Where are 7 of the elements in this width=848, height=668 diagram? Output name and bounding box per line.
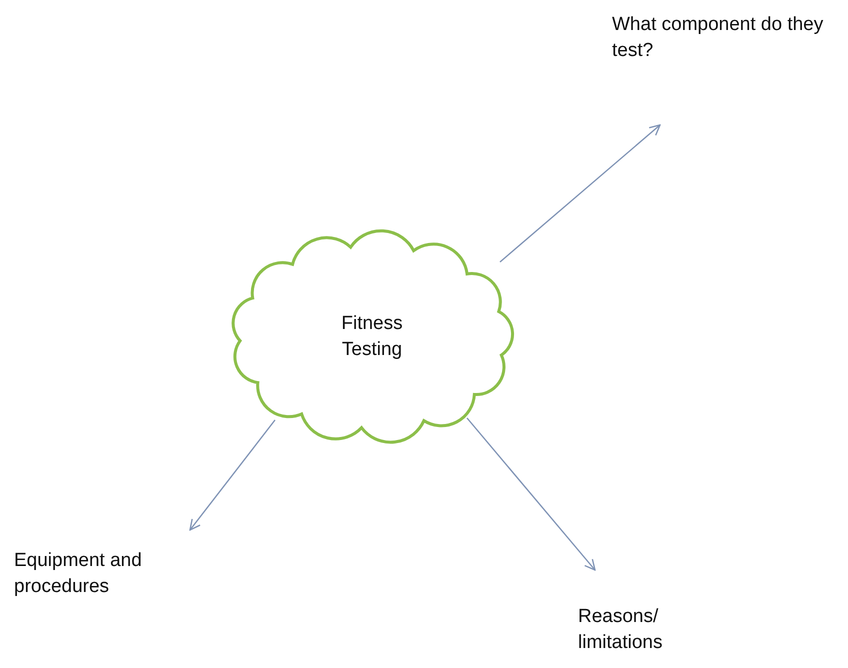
arrow bbox=[466, 418, 596, 571]
arrow bbox=[500, 124, 661, 262]
node-label: Equipment and procedures bbox=[14, 549, 143, 599]
node-label: Fitness Testing bbox=[340, 312, 404, 362]
arrow bbox=[189, 420, 276, 531]
node-label: Reasons/ limitations bbox=[578, 605, 664, 655]
node-label: What component do they test? bbox=[612, 13, 824, 63]
